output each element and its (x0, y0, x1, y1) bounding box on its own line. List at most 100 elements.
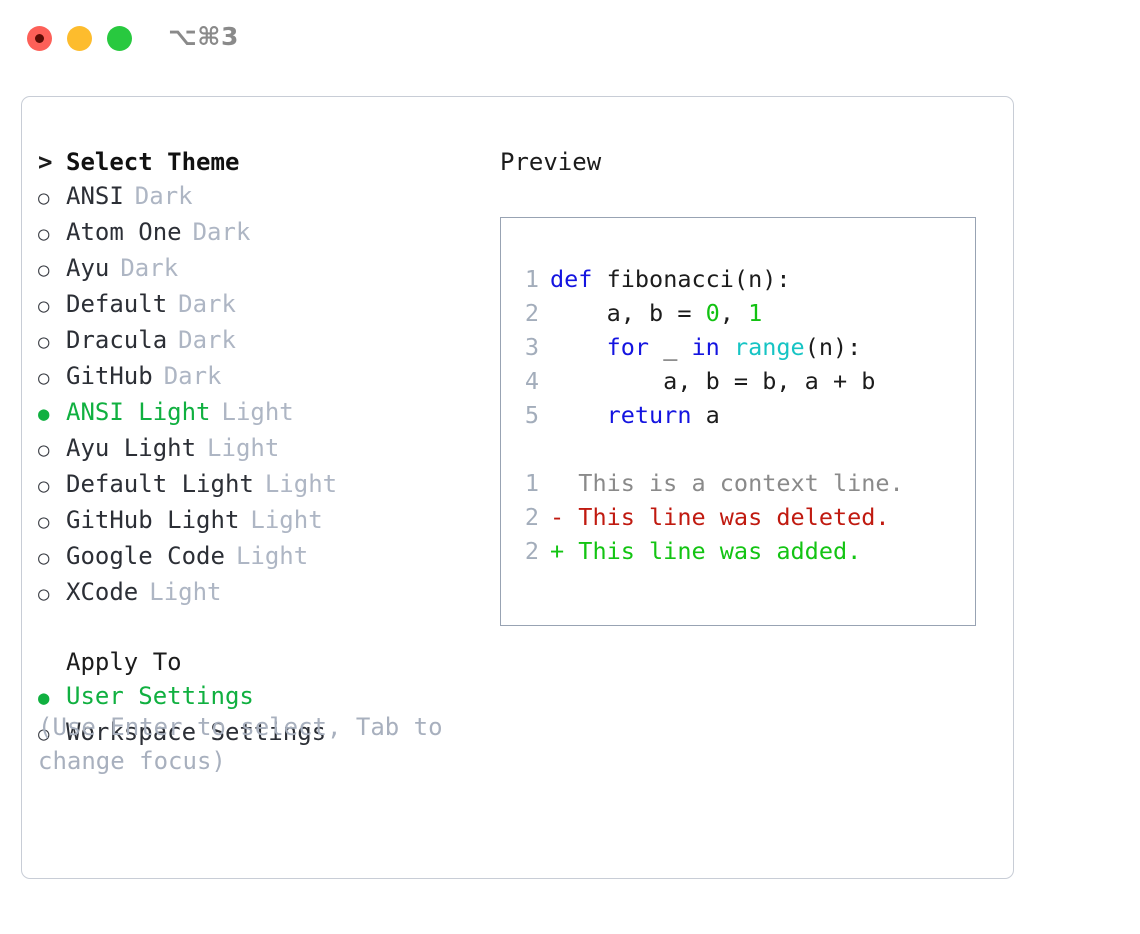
theme-option-label: ANSI Light (66, 398, 211, 426)
close-window-button[interactable] (27, 26, 52, 51)
theme-option-github[interactable]: ○ GitHub Dark (38, 359, 488, 395)
theme-option-badge: Light (235, 542, 309, 570)
theme-option-badge: Dark (134, 182, 193, 210)
code-token: for (606, 333, 650, 361)
radio-unselected-icon: ○ (38, 475, 50, 497)
radio-unselected-icon: ○ (38, 367, 50, 389)
theme-option-badge: Dark (192, 218, 251, 246)
radio-unselected-icon: ○ (38, 259, 50, 281)
select-theme-heading: > Select Theme (38, 145, 488, 179)
code-line: 5 return a (515, 398, 975, 432)
theme-option-label: Ayu Light (66, 434, 197, 462)
code-line-text: def fibonacci(n): (539, 262, 791, 296)
theme-option-atom-one[interactable]: ○ Atom One Dark (38, 215, 488, 251)
code-token: , (719, 299, 749, 327)
code-line: 2 a, b = 0, 1 (515, 296, 975, 330)
radio-selected-icon: ● (38, 687, 50, 709)
theme-option-badge: Dark (163, 362, 222, 390)
theme-option-default-light[interactable]: ○ Default Light Light (38, 467, 488, 503)
theme-option-label: Default Light (66, 470, 254, 498)
theme-option-label: Atom One (66, 218, 182, 246)
traffic-lights (27, 26, 132, 51)
code-line: 4 a, b = b, a + b (515, 364, 975, 398)
radio-unselected-icon: ○ (38, 439, 50, 461)
code-token (720, 333, 734, 361)
diff-line: 2+ This line was added. (515, 534, 975, 568)
caret-icon: > (38, 148, 53, 176)
theme-option-xcode[interactable]: ○ XCode Light (38, 575, 488, 611)
code-token: in (691, 333, 720, 361)
theme-option-label: Ayu (66, 254, 110, 282)
apply-to-option-label: User Settings (66, 682, 254, 710)
code-token: 0 (705, 299, 720, 327)
theme-option-badge: Light (250, 506, 323, 534)
line-number: 5 (524, 401, 539, 429)
theme-option-badge: Dark (120, 254, 179, 282)
diff-sample: 1 This is a context line. 2 - This line wa… (515, 466, 975, 568)
radio-unselected-icon: ○ (38, 187, 50, 209)
theme-option-badge: Dark (178, 326, 236, 354)
list-spacer (38, 611, 488, 645)
diff-line-text: This is a context line. (550, 469, 904, 497)
diff-line-text: - This line was deleted. (550, 503, 890, 531)
code-line: 3 for _ in range(n): (515, 330, 975, 364)
code-line-text: a, b = b, a + b (539, 364, 875, 398)
apply-to-option-user-settings[interactable]: ● User Settings (38, 679, 488, 715)
line-number: 2 (524, 503, 539, 531)
theme-option-label: ANSI (66, 182, 124, 210)
apply-to-options-group: ● User Settings ○Workspace Settings (38, 679, 488, 751)
code-token: a, b = (550, 299, 706, 327)
diff-line: 2 - This line was deleted. (515, 500, 975, 534)
window-titlebar: ⌥⌘3 (0, 0, 1140, 78)
theme-option-label: XCode (66, 578, 139, 606)
theme-option-badge: Light (207, 434, 280, 462)
code-token: a (691, 401, 720, 429)
theme-option-ayu[interactable]: ○ Ayu Dark (38, 251, 488, 287)
line-number: 3 (524, 333, 539, 361)
radio-unselected-icon: ○ (38, 295, 50, 317)
theme-option-badge: Light (264, 470, 338, 498)
code-token: fibonacci(n): (592, 265, 791, 293)
code-token (550, 401, 607, 429)
code-line-text: return a (539, 398, 720, 432)
code-line-text: for _ in range(n): (539, 330, 862, 364)
theme-option-label: GitHub (66, 362, 153, 390)
theme-option-badge: Light (149, 578, 222, 606)
line-number: 4 (524, 367, 539, 395)
code-token: _ (649, 333, 692, 361)
maximize-window-button[interactable] (107, 26, 132, 51)
diff-line: 1 This is a context line. (515, 466, 975, 500)
line-number: 1 (524, 265, 539, 293)
line-number: 2 (524, 537, 539, 565)
theme-option-ayu-light[interactable]: ○ Ayu Light Light (38, 431, 488, 467)
window-title-shortcut: ⌥⌘3 (168, 22, 239, 51)
radio-unselected-icon: ○ (38, 547, 50, 569)
apply-to-option-workspace-settings[interactable]: ○Workspace Settings (38, 715, 488, 751)
theme-option-badge: Light (221, 398, 294, 426)
theme-option-label: GitHub Light (66, 506, 240, 534)
line-number: 1 (524, 469, 539, 497)
radio-unselected-icon: ○ (38, 723, 50, 745)
code-token (550, 333, 607, 361)
theme-option-badge: Dark (178, 290, 236, 318)
radio-unselected-icon: ○ (38, 583, 50, 605)
minimize-window-button[interactable] (67, 26, 92, 51)
code-blank-line (515, 432, 975, 466)
apply-to-label: Apply To (66, 648, 182, 676)
theme-option-label: Dracula (66, 326, 168, 354)
theme-option-ansi[interactable]: ○ ANSI Dark (38, 179, 488, 215)
radio-unselected-icon: ○ (38, 223, 50, 245)
preview-title: Preview (500, 148, 602, 176)
